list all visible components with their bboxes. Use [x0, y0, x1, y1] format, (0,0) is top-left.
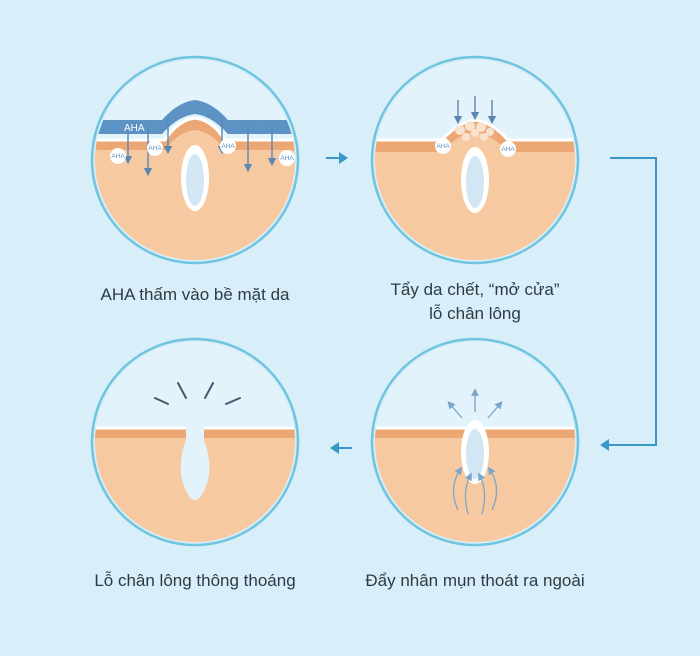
aha-molecules: AHA AHA	[435, 138, 516, 157]
skin-surface	[375, 120, 575, 152]
aha-layer-label: AHA	[124, 123, 145, 134]
open-pore	[180, 426, 210, 500]
svg-text:AHA: AHA	[501, 146, 515, 153]
skin-outline	[95, 116, 295, 142]
step-1-caption: AHA thấm vào bề mặt da	[100, 285, 290, 304]
step-2-caption: Tẩy da chết, “mở cửa” lỗ chân lông	[390, 280, 560, 323]
arrow-step1-to-step2	[326, 152, 348, 164]
arrow-step2-to-step3	[600, 157, 657, 451]
flow-arrows	[326, 152, 657, 454]
arrow-step3-to-step4	[330, 442, 352, 454]
sparkle-lines	[154, 382, 241, 405]
svg-text:AHA: AHA	[148, 145, 162, 152]
step-2-circle-ring	[370, 55, 580, 265]
step-4-circle-ring	[90, 337, 300, 547]
penetration-arrows	[123, 118, 277, 177]
step-1-panel: AHA AHA AHA AHA AHA	[90, 55, 300, 265]
step-1-circle-ring	[90, 55, 300, 265]
svg-text:AHA: AHA	[280, 155, 294, 162]
svg-text:AHA: AHA	[111, 153, 125, 160]
pore-plug-shade	[466, 429, 484, 479]
svg-text:AHA: AHA	[221, 143, 235, 150]
aha-layer	[95, 100, 295, 134]
step-3-panel	[370, 337, 580, 547]
dead-skin-flakes	[455, 121, 494, 141]
step-4-panel	[90, 337, 300, 547]
upward-arrows	[447, 388, 503, 515]
svg-text:AHA: AHA	[436, 143, 450, 150]
pore-plug-shade	[466, 156, 484, 208]
step-2-panel: AHA AHA	[370, 55, 580, 265]
aha-molecules: AHA AHA AHA AHA	[110, 138, 295, 166]
step-3-circle-ring	[370, 337, 580, 547]
downward-arrows	[453, 96, 497, 125]
step-3-caption: Đẩy nhân mụn thoát ra ngoài	[365, 571, 585, 590]
pore-plug-shade	[186, 154, 204, 206]
step-4-caption: Lỗ chân lông thông thoáng	[94, 571, 296, 590]
